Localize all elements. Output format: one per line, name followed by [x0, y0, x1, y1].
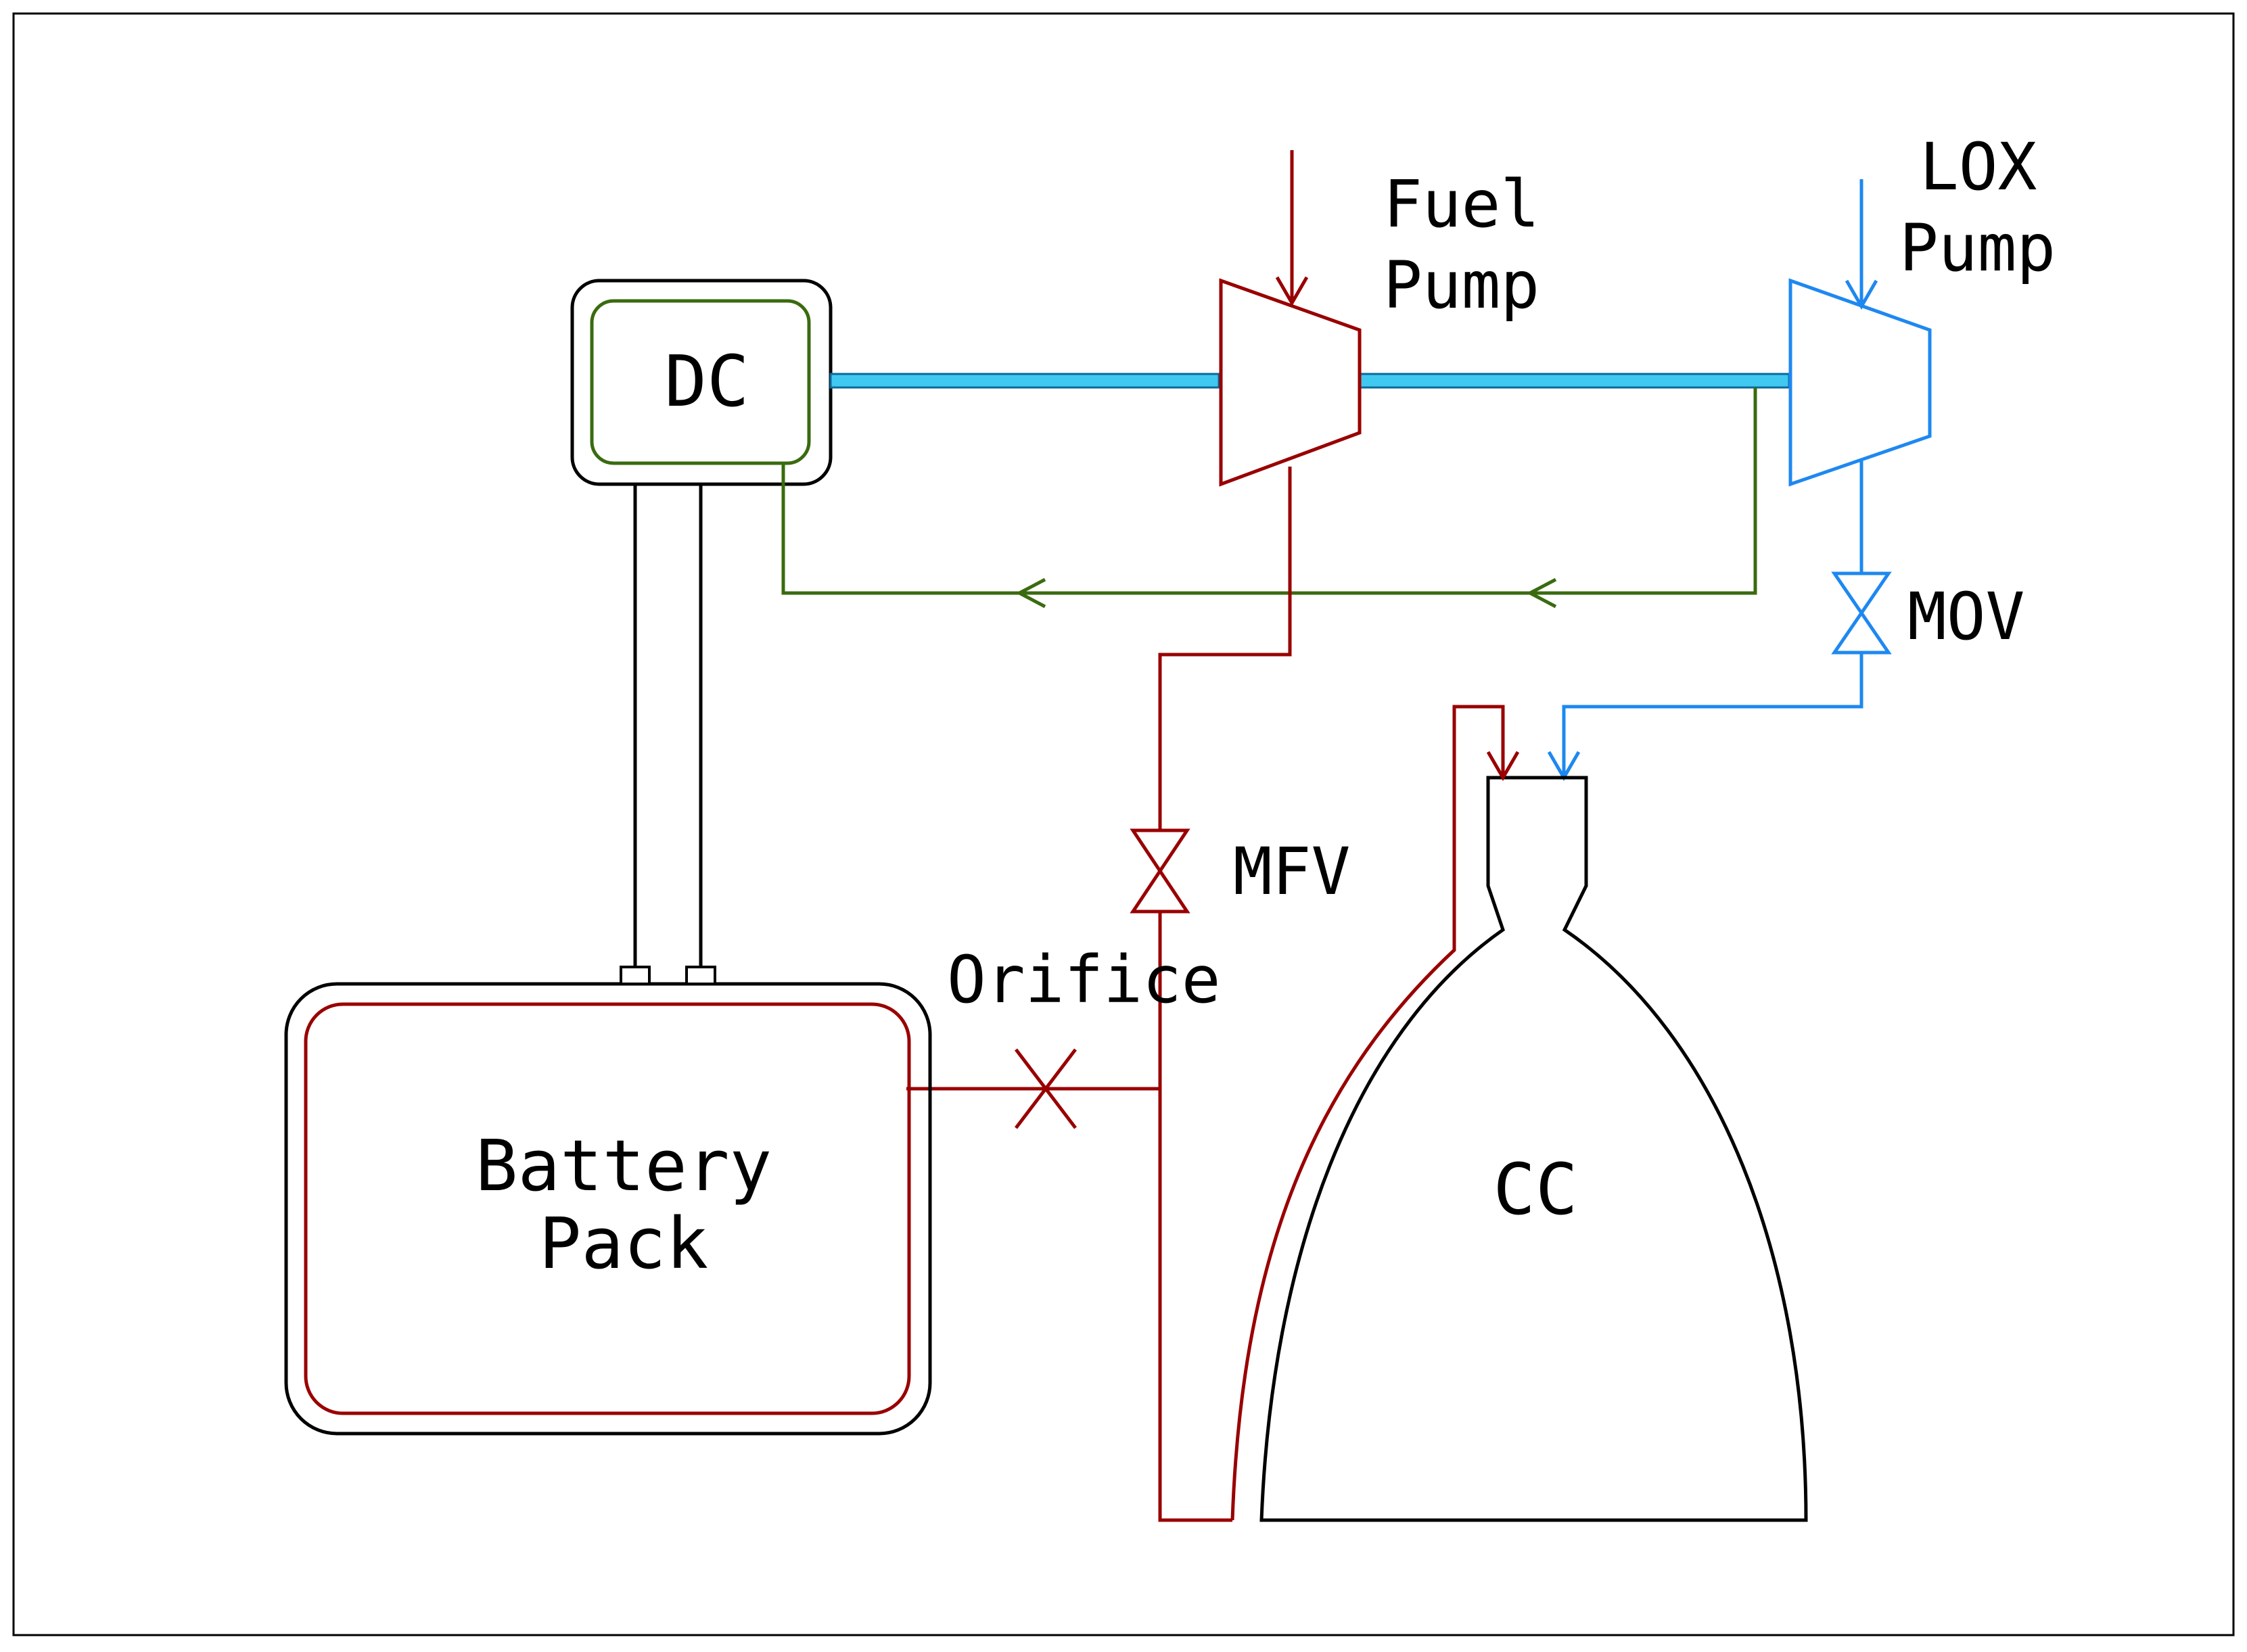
fuel-pump-outlet-line	[1158, 467, 1292, 830]
lox-inlet-arrowhead	[1845, 279, 1878, 310]
fuel-inlet-arrowhead	[1275, 276, 1309, 306]
lox-pump: LOX Pump	[1788, 129, 2056, 487]
lox-feed: MOV	[1547, 461, 2024, 781]
battery-outer-box	[284, 982, 932, 1436]
coolant-flow-arrow-2	[1015, 577, 1046, 609]
battery-label-line2: Pack	[539, 1202, 708, 1285]
orifice-symbol-stroke-2	[1015, 1048, 1077, 1129]
nozzle-outline	[1259, 776, 1808, 1522]
drive-shaft	[829, 373, 1790, 389]
fuel-pump-body	[1219, 278, 1362, 487]
drawing-frame	[12, 12, 2235, 1636]
lox-injector-line	[1562, 653, 1863, 774]
fuel-feed: MFV	[1130, 467, 1350, 1522]
mov-label: MOV	[1907, 579, 2024, 655]
coolant-return-line	[781, 387, 1757, 595]
battery-inner-cooling-jacket	[304, 1002, 911, 1415]
mfv-valve-symbol	[1130, 828, 1190, 914]
orifice-label: Orifice	[947, 942, 1221, 1018]
lox-pump-label-line2: Pump	[1899, 210, 2056, 286]
dc-inner-box	[590, 299, 811, 465]
combustion-chamber: CC	[1230, 705, 1808, 1522]
fuel-pump-label-line2: Pump	[1383, 247, 1539, 323]
dc-controller: DC	[570, 279, 833, 486]
fuel-pump: Fuel Pump	[1219, 150, 1539, 487]
battery-terminal-2	[685, 966, 716, 985]
power-leads	[633, 484, 703, 967]
shaft-segment-2	[1358, 373, 1790, 389]
fuel-pump-label-line1: Fuel	[1383, 166, 1539, 242]
fuel-injector-arrowhead	[1486, 751, 1520, 781]
lox-pump-label-line1: LOX	[1920, 129, 2037, 205]
battery-label-line1: Battery	[476, 1125, 772, 1207]
coolant-loop	[781, 387, 1757, 609]
lox-pump-body	[1788, 278, 1932, 487]
regen-cooling-jacket	[1230, 705, 1505, 1521]
battery-pack: Battery Pack	[284, 966, 932, 1436]
battery-coolant-branch: Orifice	[906, 942, 1221, 1129]
cc-label: CC	[1493, 1148, 1577, 1231]
coolant-flow-arrow-1	[1526, 577, 1557, 609]
mfv-label: MFV	[1233, 834, 1350, 910]
battery-terminal-1	[620, 966, 651, 985]
dc-label: DC	[664, 340, 749, 423]
fuel-regen-line	[1158, 912, 1232, 1522]
mov-valve-symbol	[1831, 571, 1892, 655]
shaft-segment-1	[829, 373, 1220, 389]
